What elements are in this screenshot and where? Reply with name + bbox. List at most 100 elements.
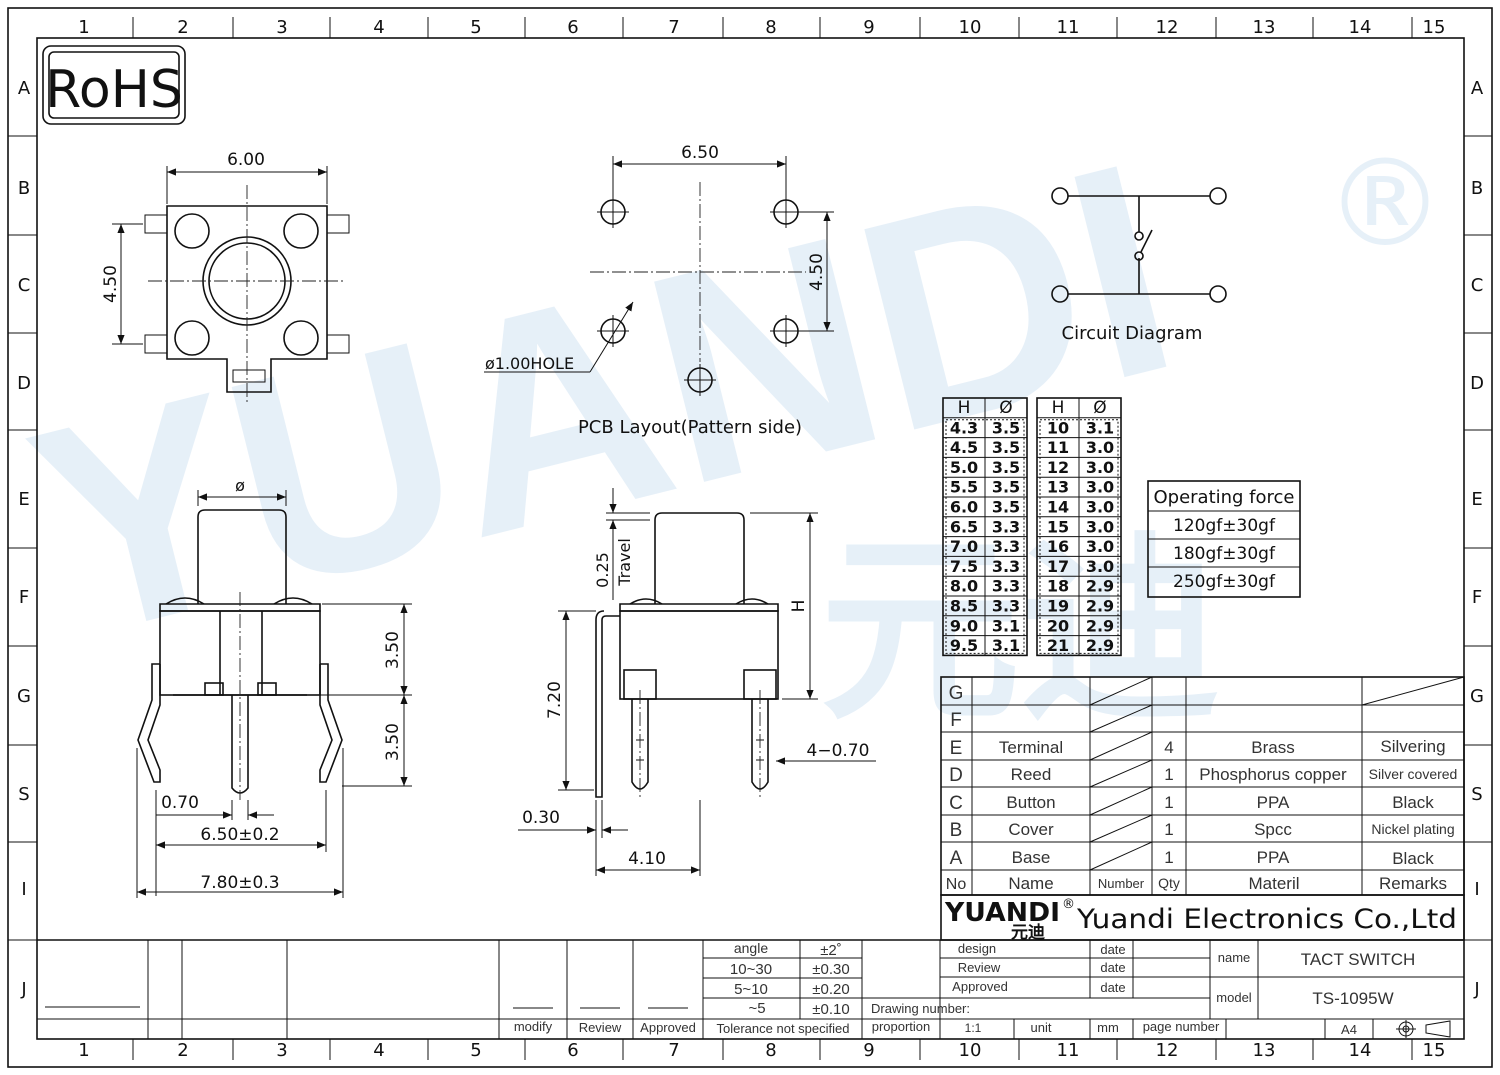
tol-angle-label: angle: [734, 940, 768, 956]
grid-col-top: 11: [1057, 17, 1080, 38]
grid-col-bottom: 7: [668, 1040, 679, 1061]
grid-row-left: J: [20, 979, 26, 1000]
grid-col-top: 13: [1253, 17, 1276, 38]
front-h1-label: 3.50: [383, 631, 403, 669]
pcb-pitch-x-label: 6.50: [681, 143, 719, 163]
grid-col-bottom: 2: [177, 1040, 188, 1061]
grid-col-bottom: 5: [470, 1040, 481, 1061]
date-label-1: date: [1100, 942, 1125, 957]
htable-cell: 3.5: [992, 458, 1020, 477]
logo-cn: 元迪: [1011, 922, 1045, 943]
htable-cell: 8.0: [950, 577, 978, 596]
part-name: TACT SWITCH: [1301, 950, 1416, 969]
front-overall-label: 7.80±0.3: [200, 873, 279, 893]
htable-cell: 12: [1047, 458, 1069, 477]
grid-col-bottom: 12: [1156, 1040, 1179, 1061]
htable-cell: 4.5: [950, 438, 978, 457]
drawing-number-label: Drawing number:: [871, 1001, 970, 1016]
tol-row4-label: ~5: [748, 1000, 765, 1017]
bom-no-e: E: [950, 738, 963, 759]
model-value: TS-1095W: [1312, 989, 1393, 1008]
bom-diagonals: [1089, 676, 1465, 871]
htable-cell: 3.1: [1086, 418, 1114, 437]
side-travel-label: Travel: [615, 538, 634, 587]
bom-table: G F E D C B A Terminal Reed Button Cover…: [940, 676, 1465, 896]
bom-header-number: Number: [1098, 876, 1145, 891]
grid-row-right: C: [1471, 275, 1484, 296]
modify-label: modify: [514, 1019, 553, 1034]
grid-col-top: 10: [959, 17, 982, 38]
date-label-2: date: [1100, 960, 1125, 975]
page-number-label: page number: [1143, 1019, 1220, 1034]
grid-row-left: G: [17, 686, 31, 707]
bom-header-qty: Qty: [1158, 875, 1180, 891]
bom-rem-c: Black: [1392, 793, 1434, 812]
bom-name-c: Button: [1006, 793, 1055, 812]
side-view: 0.25 Travel H 7.20 4−0.70 0.30 4.10: [518, 488, 876, 876]
bom-mat-b: Spcc: [1254, 820, 1292, 839]
htable-cell: 4.3: [950, 418, 978, 437]
htable-cell: 3.0: [1086, 537, 1114, 556]
projection-symbol-icon: [1396, 1020, 1451, 1038]
bom-no-a: A: [950, 848, 963, 869]
bom-header-no: No: [946, 876, 967, 893]
grid-col-top: 14: [1349, 17, 1372, 38]
watermark-reg: ®: [1325, 135, 1445, 274]
grid-col-bottom: 4: [373, 1040, 384, 1061]
bom-mat-a: PPA: [1257, 848, 1290, 867]
htable-cell: 3.5: [992, 478, 1020, 497]
bom-rem-a: Black: [1392, 849, 1434, 868]
pcb-hole-label: ø1.00HOLE: [485, 354, 574, 373]
review-sign-label: Review: [579, 1020, 622, 1035]
scale-value: 1:1: [965, 1021, 982, 1035]
side-total-label: 7.20: [545, 681, 565, 719]
bom-qty-e: 4: [1164, 738, 1173, 757]
design-label: design: [958, 941, 996, 956]
htable-cell: 14: [1047, 498, 1069, 517]
grid-col-top: 4: [373, 17, 384, 38]
bom-name-e: Terminal: [999, 738, 1063, 757]
grid-col-bottom: 10: [959, 1040, 982, 1061]
tol-row2-value: ±0.30: [812, 961, 849, 978]
htable-cell: 3.0: [1086, 498, 1114, 517]
bom-header-mat: Materil: [1248, 874, 1299, 893]
inner-border: [36, 37, 1465, 1040]
htable-cell: 3.3: [992, 597, 1020, 616]
grid-row-left: I: [21, 879, 26, 900]
side-thick-label: 0.30: [522, 808, 560, 828]
paper-size: A4: [1341, 1022, 1357, 1037]
grid-col-top: 8: [765, 17, 776, 38]
htable-cell: 3.5: [992, 498, 1020, 517]
htable-cell: 3.5: [992, 418, 1020, 437]
htable-header: Ø: [1093, 398, 1106, 418]
top-view: 6.00 4.50: [101, 150, 350, 402]
grid-row-left: F: [19, 587, 29, 608]
grid-row-right: E: [1471, 489, 1482, 510]
approved-sign-label: Approved: [640, 1020, 696, 1035]
bom-rem-b: Nickel plating: [1371, 821, 1454, 837]
rohs-label: RoHS: [45, 60, 183, 120]
htable-cell: 2.9: [1086, 636, 1114, 655]
grid-col-top: 12: [1156, 17, 1179, 38]
htable-cell: 7.5: [950, 557, 978, 576]
htable-cell: 6.5: [950, 517, 978, 536]
tol-row3-value: ±0.20: [812, 981, 849, 998]
grid-col-top: 3: [276, 17, 287, 38]
grid-row-left: A: [18, 78, 31, 99]
htable-cell: 3.3: [992, 577, 1020, 596]
front-lead-label: 0.70: [161, 793, 199, 813]
grid-col-bottom: 11: [1057, 1040, 1080, 1061]
htable-cell: 3.3: [992, 557, 1020, 576]
htable-cell: 21: [1047, 636, 1069, 655]
bom-header-rem: Remarks: [1379, 874, 1447, 893]
grid-col-top: 5: [470, 17, 481, 38]
rohs-mark: RoHS: [42, 45, 186, 125]
model-label: model: [1216, 990, 1252, 1005]
htable-cell: 3.0: [1086, 438, 1114, 457]
grid-row-left: B: [18, 178, 30, 199]
bom-mat-e: Brass: [1251, 738, 1294, 757]
htable-cell: 19: [1047, 597, 1069, 616]
force-value-1: 120gf±30gf: [1173, 516, 1276, 536]
front-pitch-label: 6.50±0.2: [200, 825, 279, 845]
grid-col-top: 15: [1423, 17, 1446, 38]
